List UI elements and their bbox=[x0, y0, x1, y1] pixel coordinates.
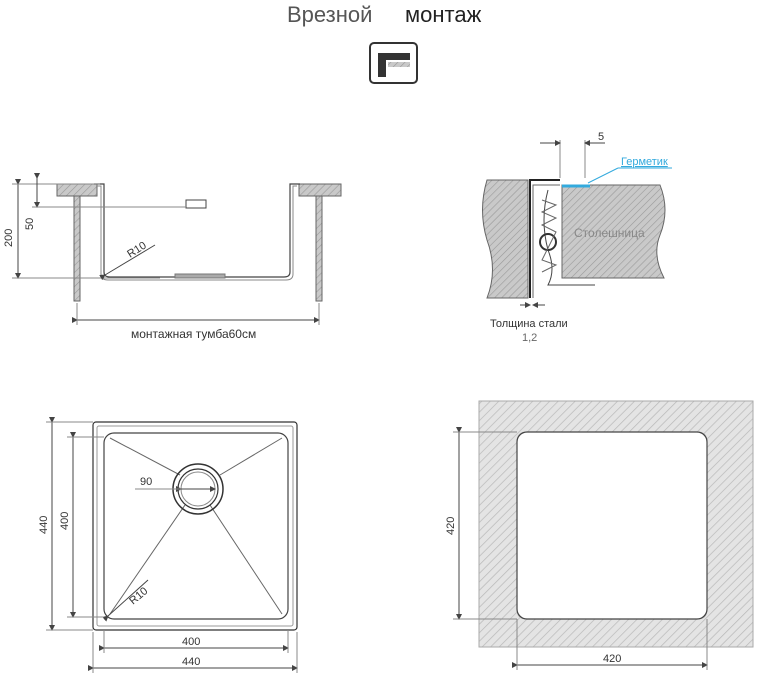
steel-label: Толщина стали bbox=[490, 318, 568, 330]
title-bold: монтаж bbox=[405, 2, 482, 27]
top-view bbox=[46, 417, 298, 673]
gap-label: 5 bbox=[598, 131, 604, 143]
top-inner-height: 400 bbox=[59, 512, 71, 530]
cutout-width-label: 420 bbox=[603, 653, 621, 665]
worktop-label: Столешница bbox=[574, 226, 645, 240]
side-view bbox=[12, 173, 342, 325]
top-outer-width: 440 bbox=[182, 656, 200, 668]
sealant-label: Герметик bbox=[621, 156, 668, 168]
cutout-view bbox=[453, 400, 754, 670]
cabinet-label: монтажная тумба60см bbox=[131, 327, 256, 341]
top-outer-height: 440 bbox=[38, 516, 50, 534]
drain-label: 90 bbox=[140, 476, 152, 488]
side-height-label: 200 bbox=[3, 229, 15, 247]
page-title: Врезной монтаж bbox=[287, 2, 482, 27]
title-light: Врезной bbox=[287, 2, 372, 27]
steel-value: 1,2 bbox=[522, 332, 537, 344]
cutout-height-label: 420 bbox=[445, 517, 457, 535]
side-radius-label: R10 bbox=[125, 240, 148, 261]
detail-view bbox=[482, 140, 672, 308]
side-depth-label: 50 bbox=[24, 218, 36, 230]
undermount-icon bbox=[369, 42, 418, 84]
top-radius-label: R10 bbox=[127, 585, 150, 607]
top-inner-width: 400 bbox=[182, 636, 200, 648]
